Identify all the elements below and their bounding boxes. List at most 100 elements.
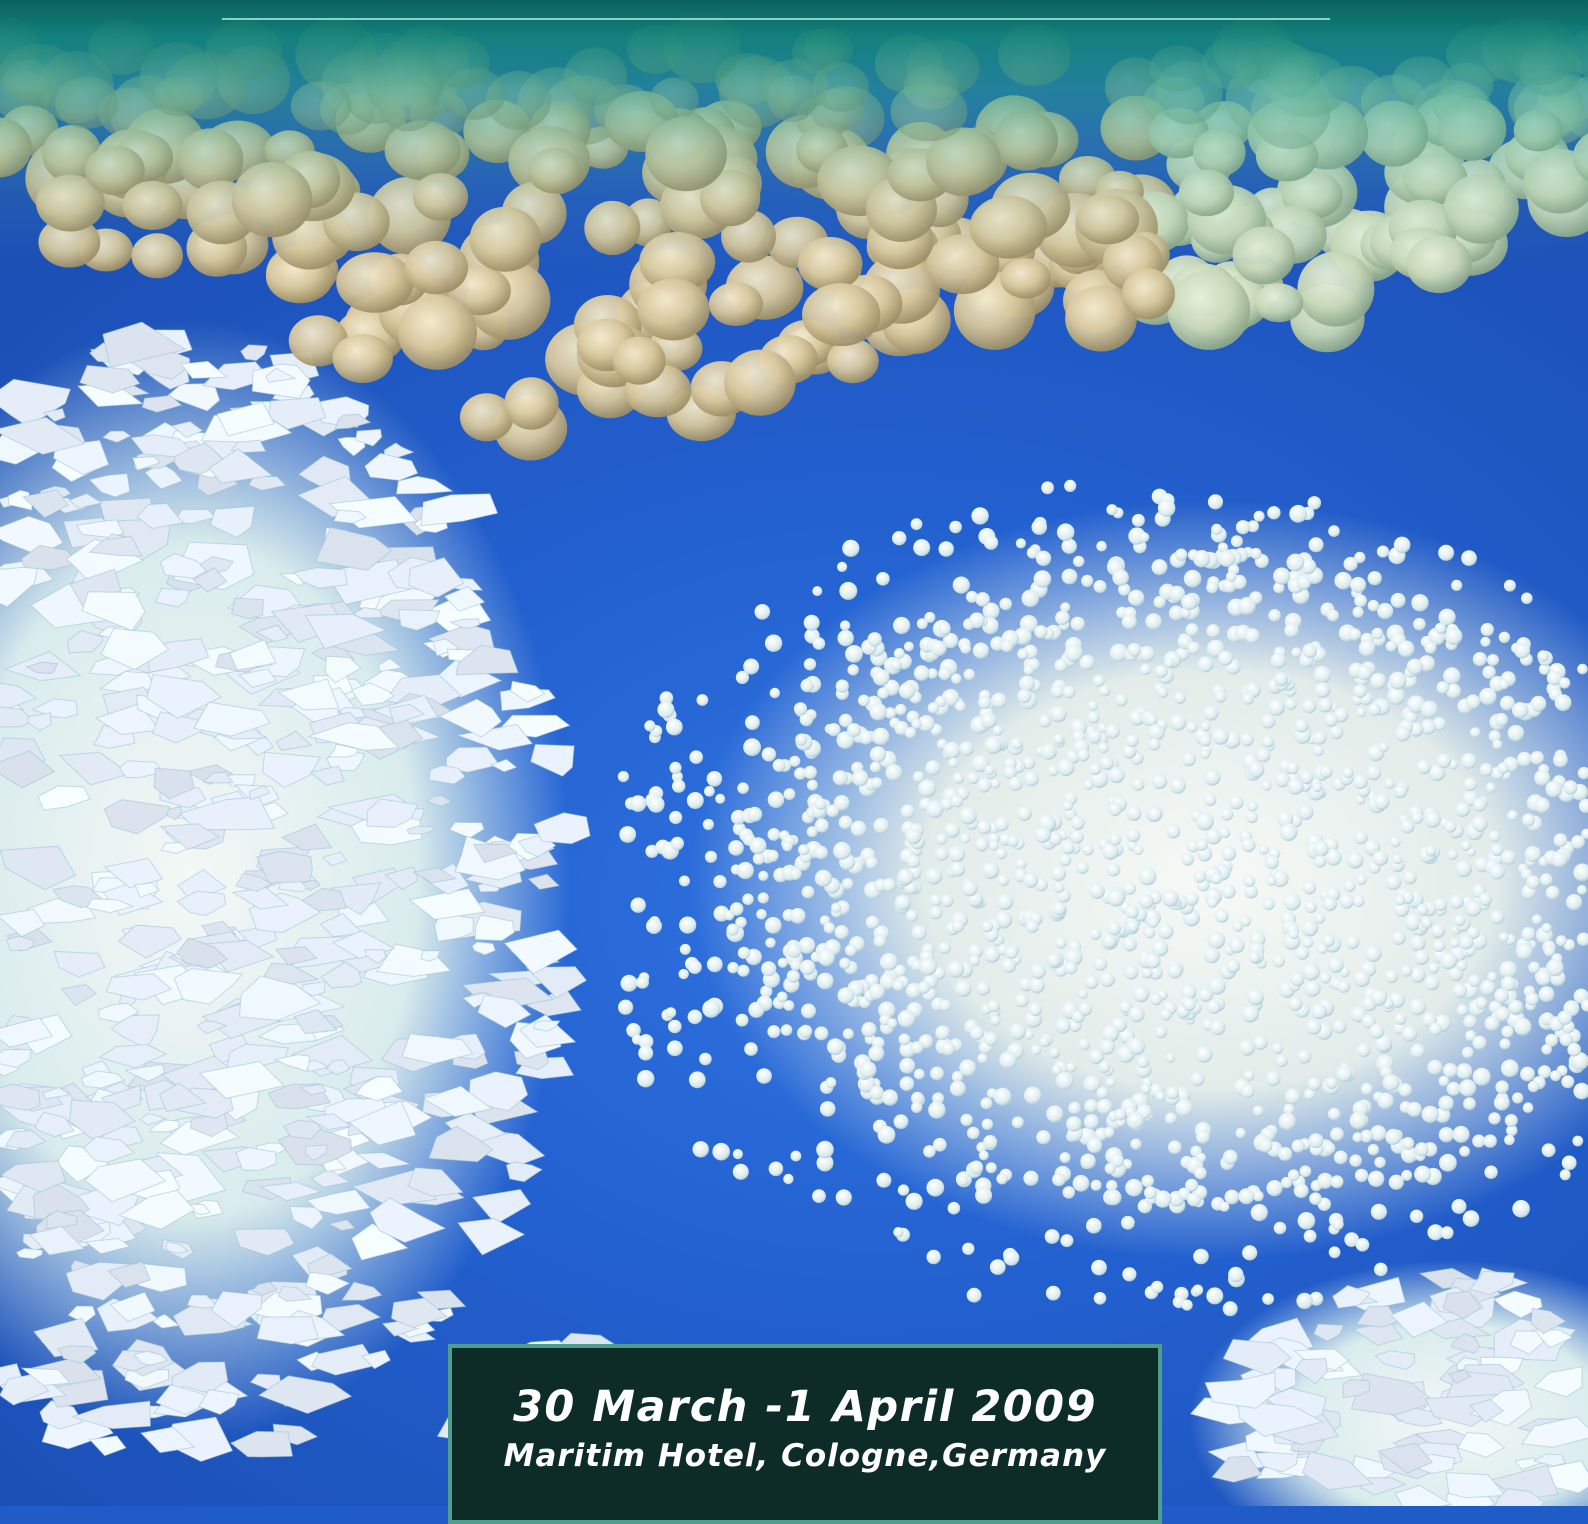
pellet [1254,283,1303,322]
bead [1052,1173,1066,1187]
bead [1084,1114,1099,1129]
bead [1494,1095,1510,1111]
bead [1229,795,1244,810]
bead [894,648,905,659]
bead [970,1026,984,1040]
bead [1127,1112,1144,1129]
bead [800,960,816,976]
bead [790,960,801,971]
bead [669,762,681,774]
bead [758,892,769,903]
bead [1516,943,1533,960]
bead [807,826,818,837]
bead [1314,666,1331,683]
bead [931,640,947,656]
bead [1165,1113,1177,1125]
bead [984,1032,998,1046]
bead [787,943,802,958]
bead [1512,1092,1523,1103]
bead [1425,845,1437,857]
bead [969,1161,983,1175]
bead [1023,1171,1038,1186]
bead [899,682,916,699]
bead [953,577,970,594]
flake [257,1317,318,1345]
pellet [404,241,468,294]
pellet [584,201,640,255]
bead [1152,774,1167,789]
bead [1132,514,1145,527]
bead [1370,989,1387,1006]
flake [90,1436,126,1456]
bead [1130,1139,1141,1150]
bead [905,727,916,738]
bead [1109,767,1125,783]
bead [919,958,937,976]
bead [1414,950,1429,965]
bead [1459,1146,1470,1157]
bead [1200,749,1210,759]
pellet [413,173,468,220]
bead [1201,721,1211,731]
bead [669,811,682,824]
bead [1220,1202,1230,1212]
bead [1356,707,1366,717]
bead [1062,800,1073,811]
bead [1379,742,1389,752]
bead [1066,1062,1076,1072]
event-info-box: 30 March -1 April 2009 Maritim Hotel, Co… [448,1344,1162,1524]
bead [895,704,906,715]
bead [1463,778,1477,792]
bead [960,1114,972,1126]
bead [1487,654,1499,666]
bead [1060,1234,1073,1247]
bead [1005,946,1018,959]
bead [1472,816,1488,832]
bead [1313,745,1324,756]
bead [1466,695,1481,710]
bead [704,786,715,797]
bead [950,862,965,877]
bead [812,586,822,596]
bead [1008,836,1019,847]
bead [1326,1077,1338,1089]
bead [1567,1043,1581,1057]
bead [1468,974,1480,986]
bead [1094,1292,1107,1305]
bead [1247,988,1264,1005]
bead [799,1025,812,1038]
bead [1126,734,1139,747]
bead [1535,798,1550,813]
bead [935,1025,950,1040]
bead [1479,688,1496,705]
bead [1210,872,1222,884]
bead [1262,736,1274,748]
bead [1168,1140,1182,1154]
bead [745,715,760,730]
pellet [1446,26,1517,84]
pellet [650,78,699,122]
bead [1265,855,1279,869]
bead [1242,1245,1257,1260]
bead [1133,845,1143,855]
pellet [433,36,490,89]
bead [1080,1154,1095,1169]
bead [1275,1055,1287,1067]
bead [789,756,800,767]
bead [1499,632,1510,643]
bead [969,612,985,628]
bead [1105,1163,1116,1174]
bead [707,957,723,973]
bead [1309,1133,1324,1148]
bead [1204,947,1220,963]
bead [833,770,848,785]
bead [1389,672,1407,690]
bead [1078,1002,1092,1016]
bead [756,909,767,920]
bead [882,878,896,892]
bead [1223,1150,1238,1165]
bead [892,531,906,545]
bead [1266,876,1276,886]
bead [953,773,964,784]
bead [997,875,1009,887]
